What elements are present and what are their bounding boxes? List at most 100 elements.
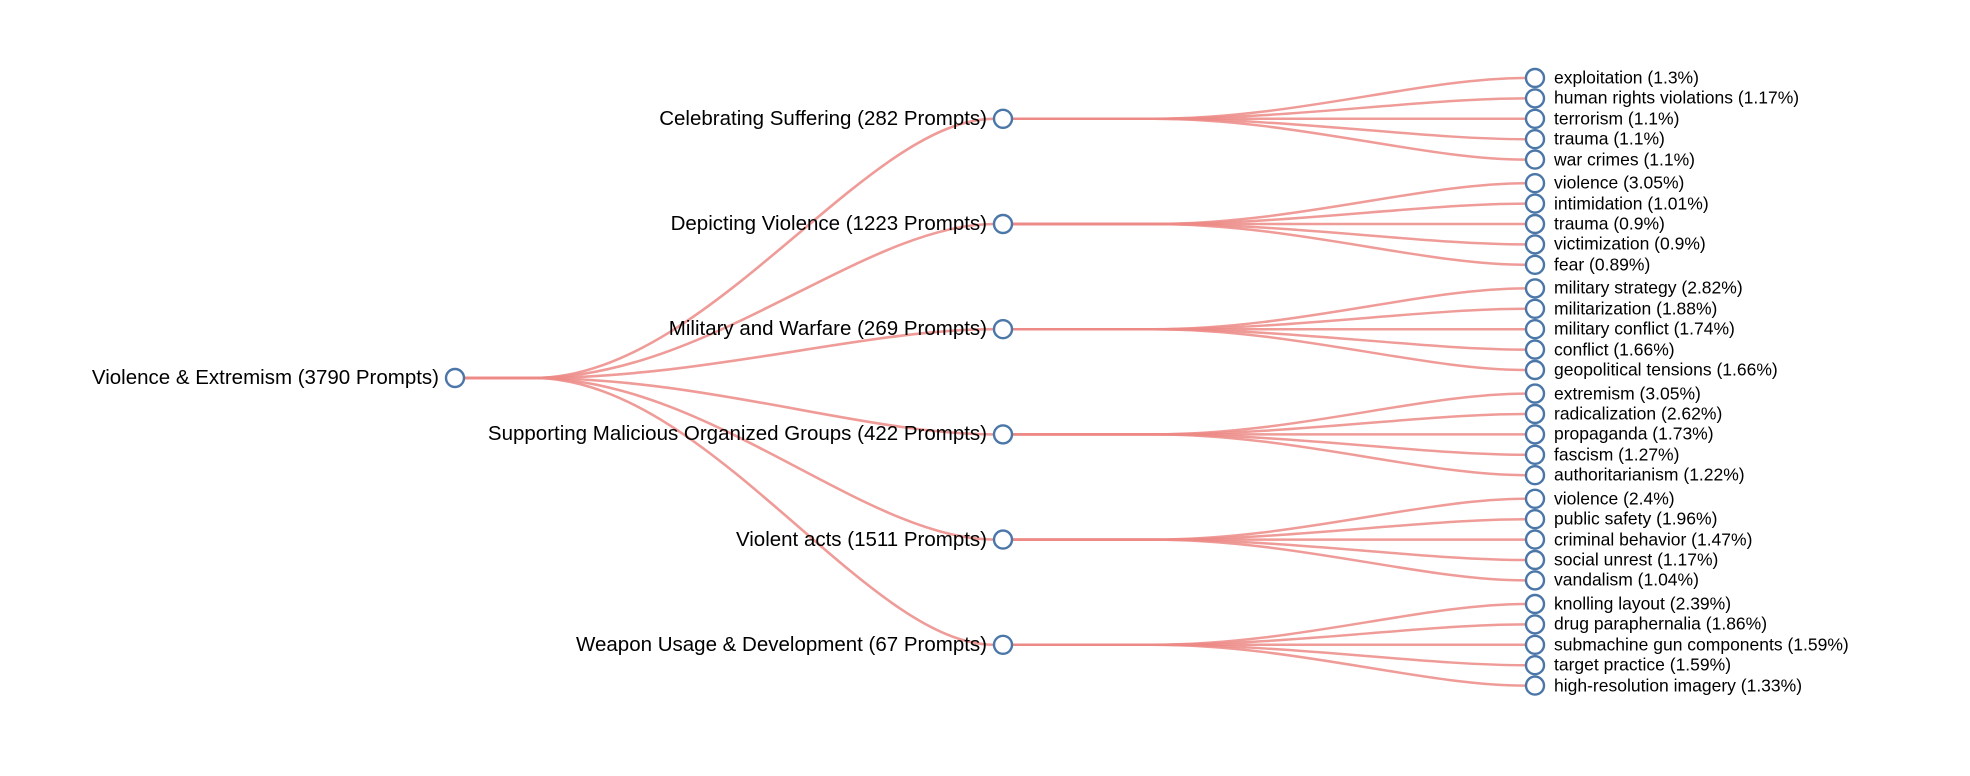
link-category-2-to-leaf-4 xyxy=(1012,327,1527,372)
label-leaf-4-2: criminal behavior (1.47%) xyxy=(1554,528,1753,549)
node-leaf-5-4[interactable] xyxy=(1524,675,1546,696)
node-leaf-1-4[interactable] xyxy=(1524,254,1546,275)
label-leaf-5-1: drug paraphernalia (1.86%) xyxy=(1554,613,1768,634)
node-leaf-3-2[interactable] xyxy=(1524,424,1546,445)
node-leaf-3-0[interactable] xyxy=(1524,383,1546,404)
node-leaf-0-0[interactable] xyxy=(1524,67,1546,89)
label-leaf-4-3: social unrest (1.17%) xyxy=(1554,549,1719,570)
label-leaf-2-2: military conflict (1.74%) xyxy=(1554,318,1735,339)
node-leaf-4-4[interactable] xyxy=(1524,570,1546,591)
node-leaf-4-1[interactable] xyxy=(1524,509,1546,530)
label-leaf-1-4: fear (0.89%) xyxy=(1554,254,1651,275)
link-category-0-to-leaf-4 xyxy=(1012,117,1527,161)
label-leaf-5-4: high-resolution imagery (1.33%) xyxy=(1554,674,1803,695)
label-leaf-1-2: trauma (0.9%) xyxy=(1554,213,1665,234)
link-category-2-to-leaf-1 xyxy=(1012,307,1527,331)
node-leaf-2-4[interactable] xyxy=(1524,359,1546,381)
label-leaf-3-4: authoritarianism (1.22%) xyxy=(1554,464,1745,485)
label-leaf-2-4: geopolitical tensions (1.66%) xyxy=(1554,359,1778,380)
node-leaf-0-4[interactable] xyxy=(1524,149,1546,170)
node-leaf-4-0[interactable] xyxy=(1524,488,1546,509)
link-category-3-to-leaf-1 xyxy=(1012,412,1527,436)
link-category-5-to-leaf-4 xyxy=(1012,643,1527,687)
label-category-4: Violent acts (1511 Prompts) xyxy=(735,527,987,551)
link-category-0-to-leaf-1 xyxy=(1012,97,1527,121)
node-category-0[interactable] xyxy=(992,108,1014,130)
node-leaf-3-1[interactable] xyxy=(1524,403,1546,425)
link-category-0-to-leaf-0 xyxy=(1012,76,1527,121)
node-leaf-2-0[interactable] xyxy=(1524,278,1546,299)
link-root-to-category-0 xyxy=(464,117,995,380)
link-category-4-to-leaf-3 xyxy=(1012,538,1527,562)
label-leaf-5-2: submachine gun components (1.59%) xyxy=(1554,634,1849,655)
label-leaf-0-4: war crimes (1.1%) xyxy=(1554,148,1695,169)
link-root-to-category-4 xyxy=(464,376,995,541)
link-category-3-to-leaf-3 xyxy=(1012,433,1527,457)
link-root-to-category-1 xyxy=(464,222,995,380)
node-root[interactable] xyxy=(444,367,466,389)
node-leaf-1-0[interactable] xyxy=(1524,172,1546,194)
node-leaf-0-1[interactable] xyxy=(1524,88,1546,109)
link-root-to-category-5 xyxy=(464,376,995,647)
link-category-1-to-leaf-0 xyxy=(1012,181,1527,226)
link-category-1-to-leaf-1 xyxy=(1012,202,1527,226)
node-leaf-1-3[interactable] xyxy=(1524,234,1546,255)
label-category-3: Supporting Malicious Organized Groups (4… xyxy=(487,422,987,446)
link-category-2-to-leaf-3 xyxy=(1012,327,1527,351)
label-leaf-0-2: terrorism (1.1%) xyxy=(1554,108,1680,129)
node-leaf-5-2[interactable] xyxy=(1524,634,1546,655)
node-category-4[interactable] xyxy=(992,529,1014,550)
link-category-1-to-leaf-3 xyxy=(1012,222,1527,246)
label-leaf-3-2: propaganda (1.73%) xyxy=(1554,423,1714,444)
label-leaf-0-3: trauma (1.1%) xyxy=(1554,128,1665,149)
link-category-3-to-leaf-4 xyxy=(1012,433,1527,477)
label-leaf-3-3: fascism (1.27%) xyxy=(1554,444,1680,465)
label-category-2: Military and Warfare (269 Prompts) xyxy=(668,316,987,340)
node-leaf-1-2[interactable] xyxy=(1524,213,1546,235)
link-category-5-to-leaf-0 xyxy=(1012,602,1527,647)
label-root: Violence & Extremism (3790 Prompts) xyxy=(91,365,439,389)
node-leaf-2-1[interactable] xyxy=(1524,298,1546,319)
node-leaf-2-2[interactable] xyxy=(1524,319,1546,340)
label-leaf-4-1: public safety (1.96%) xyxy=(1554,508,1718,529)
node-category-5[interactable] xyxy=(992,634,1014,655)
node-leaf-0-3[interactable] xyxy=(1524,128,1546,150)
links-layer xyxy=(464,76,1527,687)
node-leaf-5-1[interactable] xyxy=(1524,614,1546,635)
node-leaf-4-3[interactable] xyxy=(1524,549,1546,571)
label-category-0: Celebrating Suffering (282 Prompts) xyxy=(659,106,987,130)
label-category-5: Weapon Usage & Development (67 Prompts) xyxy=(576,632,987,656)
label-leaf-2-1: militarization (1.88%) xyxy=(1554,298,1718,319)
node-leaf-2-3[interactable] xyxy=(1524,339,1546,360)
node-leaf-0-2[interactable] xyxy=(1524,108,1546,130)
label-leaf-3-0: extremism (3.05%) xyxy=(1554,382,1701,403)
label-leaf-3-1: radicalization (2.62%) xyxy=(1554,403,1723,424)
node-leaf-5-3[interactable] xyxy=(1524,655,1546,676)
label-leaf-0-1: human rights violations (1.17%) xyxy=(1554,87,1800,108)
label-leaf-5-3: target practice (1.59%) xyxy=(1554,654,1732,675)
link-category-5-to-leaf-1 xyxy=(1012,623,1527,647)
node-category-2[interactable] xyxy=(992,319,1014,340)
node-leaf-4-2[interactable] xyxy=(1524,529,1546,550)
label-leaf-1-1: intimidation (1.01%) xyxy=(1554,192,1709,213)
label-leaf-4-4: vandalism (1.04%) xyxy=(1554,569,1699,590)
link-root-to-category-2 xyxy=(464,327,995,380)
link-category-4-to-leaf-4 xyxy=(1012,538,1527,582)
label-leaf-5-0: knolling layout (2.39%) xyxy=(1554,593,1732,614)
link-category-4-to-leaf-0 xyxy=(1012,497,1527,541)
label-leaf-1-3: victimization (0.9%) xyxy=(1554,233,1706,254)
label-leaf-2-3: conflict (1.66%) xyxy=(1554,338,1675,359)
link-category-2-to-leaf-0 xyxy=(1012,287,1527,331)
link-category-0-to-leaf-3 xyxy=(1012,117,1527,141)
node-category-3[interactable] xyxy=(992,424,1014,445)
node-leaf-5-0[interactable] xyxy=(1524,593,1546,615)
link-category-5-to-leaf-3 xyxy=(1012,643,1527,667)
label-leaf-0-0: exploitation (1.3%) xyxy=(1554,67,1699,88)
node-leaf-3-3[interactable] xyxy=(1524,444,1546,465)
link-category-3-to-leaf-0 xyxy=(1012,392,1527,436)
node-category-1[interactable] xyxy=(992,213,1014,235)
node-leaf-1-1[interactable] xyxy=(1524,193,1546,214)
label-leaf-2-0: military strategy (2.82%) xyxy=(1554,277,1743,298)
node-leaf-3-4[interactable] xyxy=(1524,465,1546,486)
